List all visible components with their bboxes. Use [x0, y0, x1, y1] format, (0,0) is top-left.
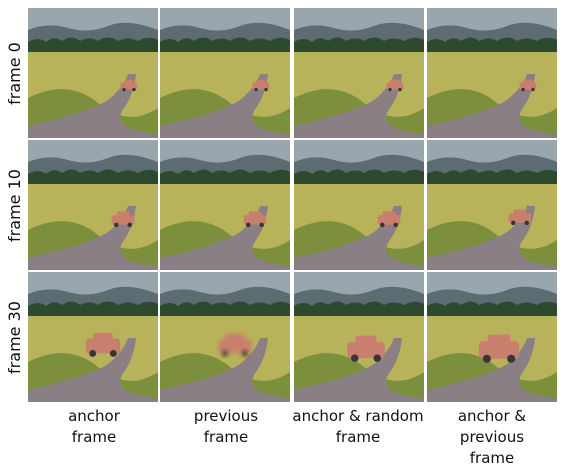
column-label-anchor-previous-frame: anchor & previous frame [457, 407, 527, 467]
frame-image-r2-c1 [160, 272, 290, 402]
column-label-anchor-random-frame: anchor & random frame [292, 407, 424, 446]
frame-image-r2-c3 [427, 272, 557, 402]
row-label-frame-30: frame 30 [0, 272, 28, 402]
frame-image-r0-c3 [427, 8, 557, 138]
column-label-previous-frame: previous frame [193, 407, 259, 446]
row-label-text: frame 30 [4, 300, 24, 374]
frame-image-r1-c1 [160, 140, 290, 270]
frame-image-r2-c0 [28, 272, 158, 402]
frame-image-r0-c2 [294, 8, 424, 138]
row-label-frame-10: frame 10 [0, 140, 28, 270]
column-label-anchor-frame: anchor frame [68, 407, 120, 446]
frame-image-r0-c0 [28, 8, 158, 138]
frame-image-r2-c2 [294, 272, 424, 402]
row-label-text: frame 10 [4, 168, 24, 242]
frame-image-r1-c3 [427, 140, 557, 270]
frame-image-r1-c2 [294, 140, 424, 270]
frame-image-r0-c1 [160, 8, 290, 138]
frame-image-r1-c0 [28, 140, 158, 270]
row-label-frame-0: frame 0 [0, 8, 28, 138]
row-label-text: frame 0 [4, 41, 24, 105]
